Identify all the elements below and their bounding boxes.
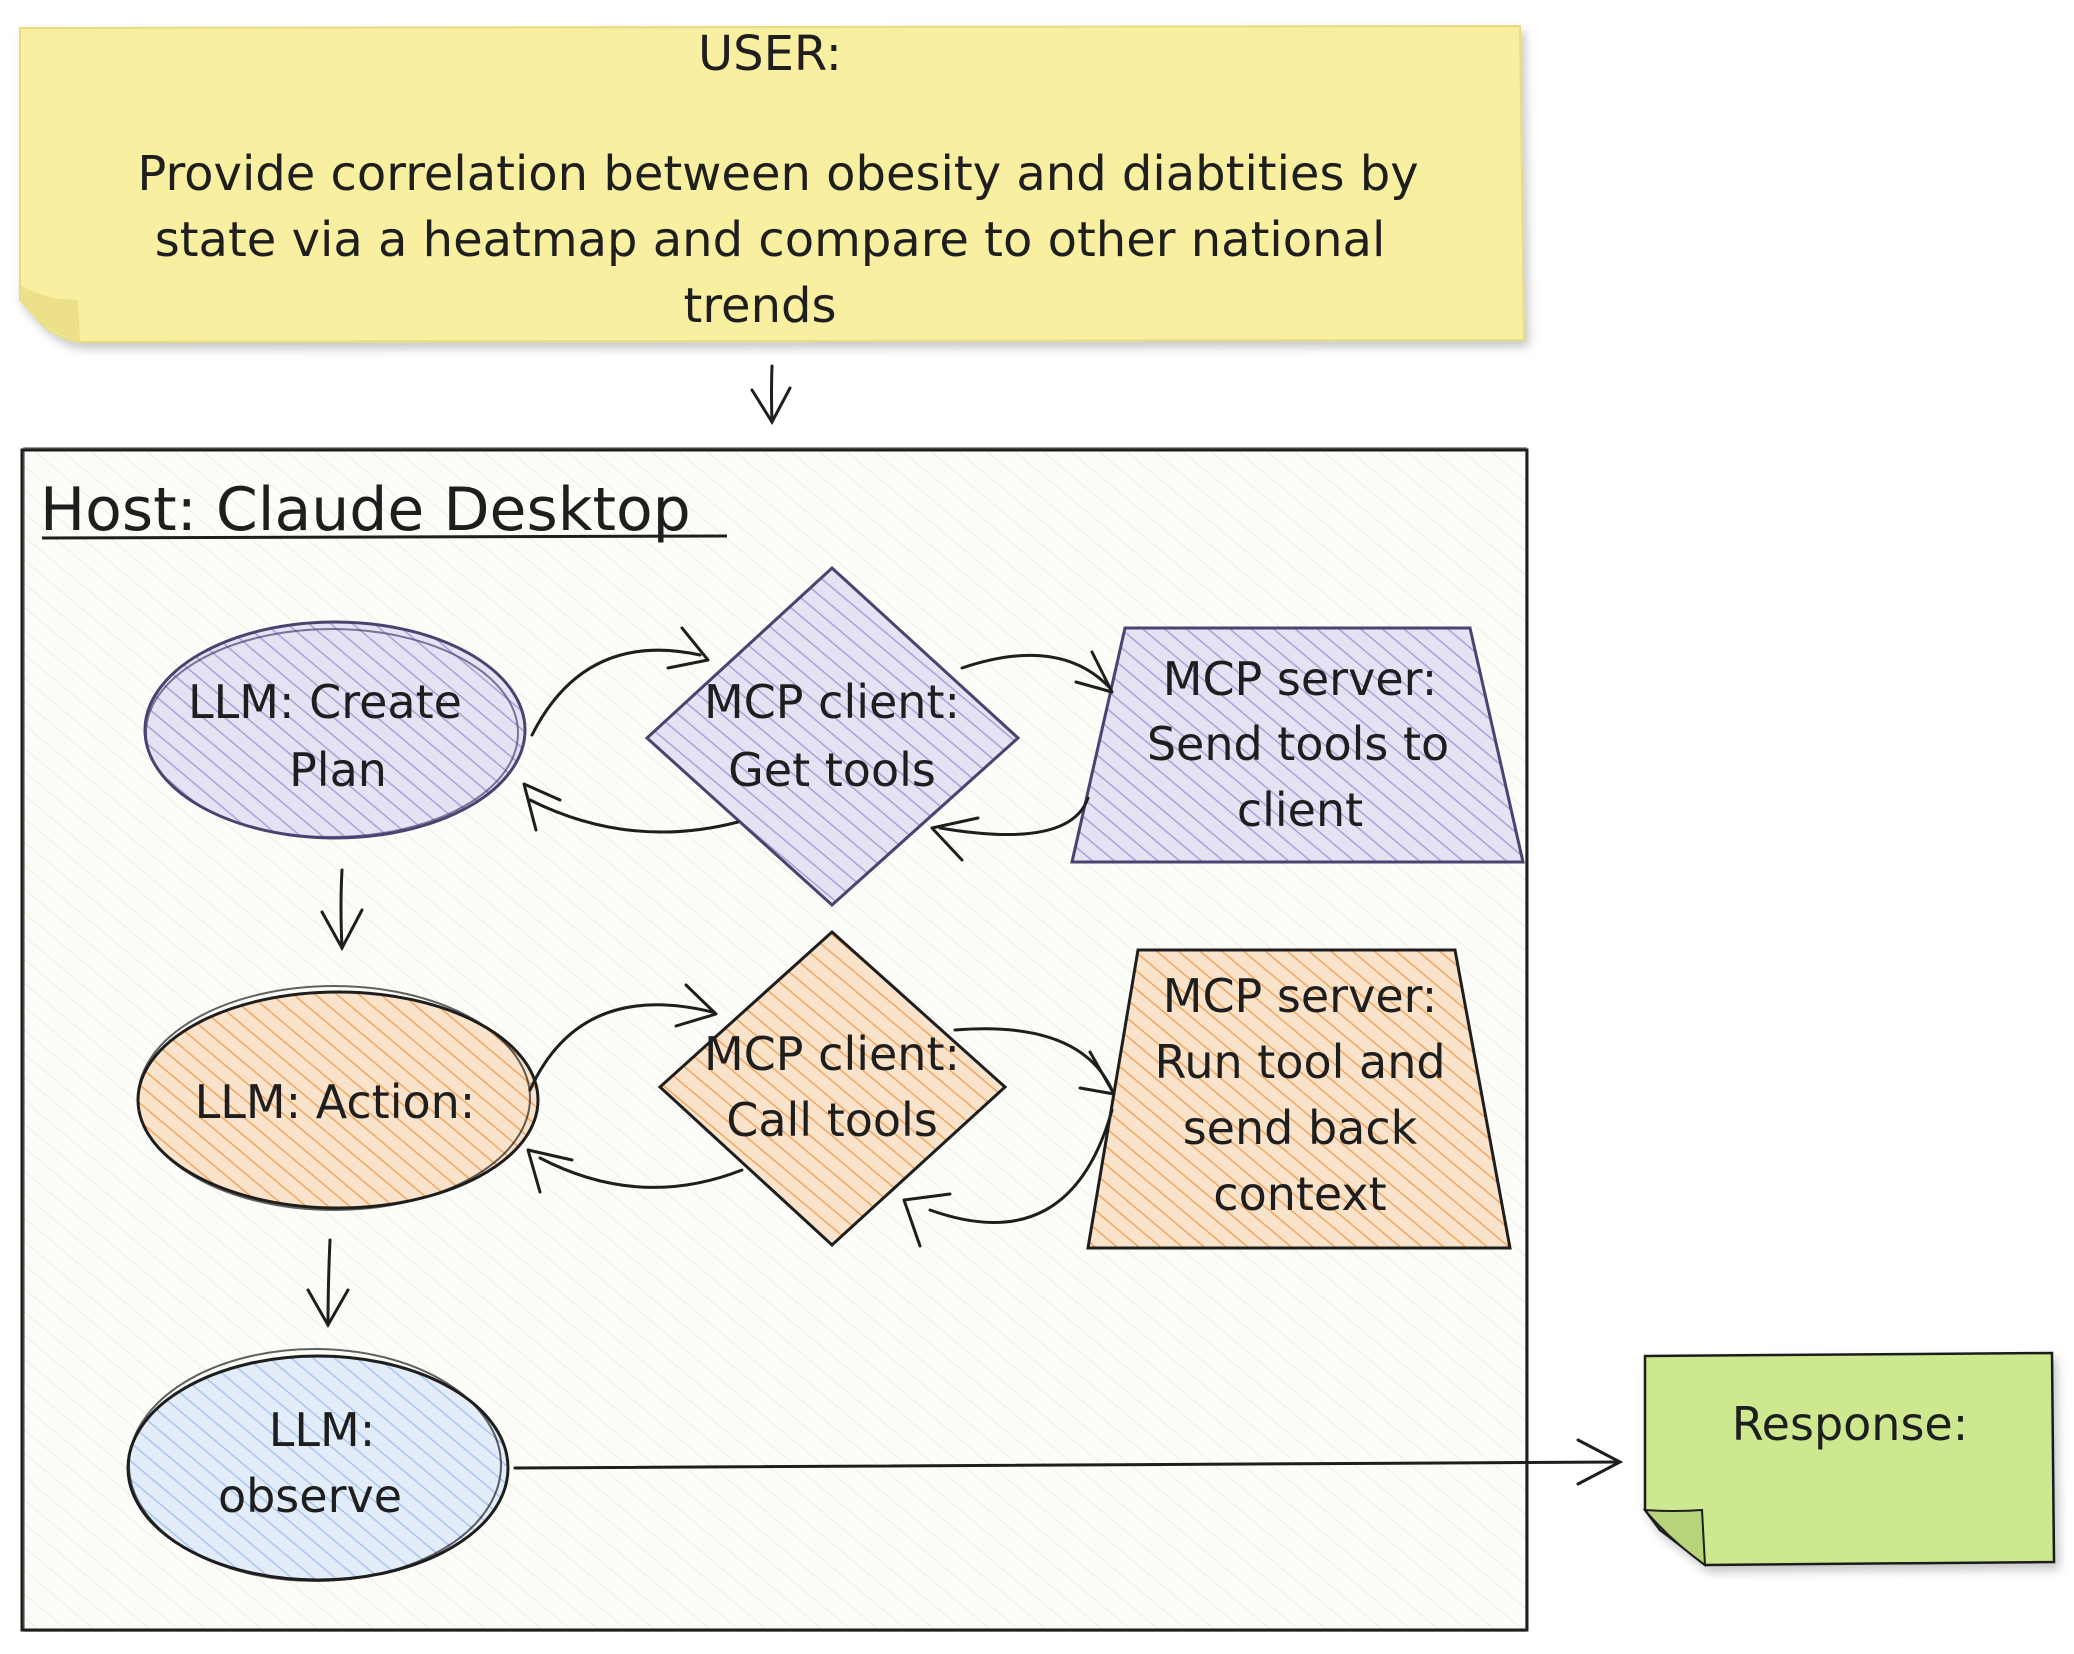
host-title: Host: Claude Desktop xyxy=(40,475,691,545)
arrow-client-to-plan xyxy=(522,782,740,834)
mcp-server-send-line-2: Send tools to xyxy=(1147,717,1449,771)
node-mcp-server-run-tool: MCP server: Run tool and send back conte… xyxy=(1086,948,1512,1250)
arrow-client-to-run xyxy=(953,1027,1116,1096)
user-note-line-2: state via a heatmap and compare to other… xyxy=(155,212,1386,268)
user-note-line-3: trends xyxy=(684,278,837,334)
mcp-client-get-line-1: MCP client: xyxy=(704,675,960,729)
mcp-server-run-line-1: MCP server: xyxy=(1163,969,1437,1023)
arrow-observe-to-response xyxy=(513,1438,1624,1486)
mcp-server-send-line-1: MCP server: xyxy=(1163,652,1437,706)
mcp-client-call-line-1: MCP client: xyxy=(704,1027,960,1081)
mcp-server-send-line-3: client xyxy=(1237,783,1363,837)
arrow-run-to-client xyxy=(902,1108,1114,1248)
arrow-client-to-server xyxy=(960,650,1114,694)
llm-create-plan-line-1: LLM: Create xyxy=(188,675,462,729)
node-mcp-server-send-tools: MCP server: Send tools to client xyxy=(1070,626,1525,864)
arrow-action-to-observe xyxy=(306,1238,350,1329)
arrow-user-to-host xyxy=(750,364,792,426)
user-note-line-1: Provide correlation between obesity and … xyxy=(137,146,1418,202)
llm-create-plan-line-2: Plan xyxy=(289,743,387,797)
node-llm-action: LLM: Action: xyxy=(136,985,540,1211)
mcp-client-get-line-2: Get tools xyxy=(728,743,936,797)
mcp-server-run-line-4: context xyxy=(1213,1167,1386,1221)
arrow-action-to-client xyxy=(528,983,718,1092)
node-llm-create-plan: LLM: Create Plan xyxy=(143,620,527,840)
node-llm-observe: LLM: observe xyxy=(126,1348,510,1582)
llm-observe-line-1: LLM: xyxy=(269,1403,375,1457)
arrow-server-to-client xyxy=(930,796,1090,862)
arrow-plan-to-client xyxy=(530,626,710,737)
response-note: Response: xyxy=(1642,1351,2056,1568)
user-note: USER: Provide correlation between obesit… xyxy=(19,24,1526,344)
mcp-client-call-line-2: Call tools xyxy=(726,1093,938,1147)
node-mcp-client-get-tools: MCP client: Get tools xyxy=(644,565,1021,908)
node-mcp-client-call-tools: MCP client: Call tools xyxy=(657,929,1008,1248)
mcp-server-run-line-2: Run tool and xyxy=(1154,1035,1445,1089)
response-label: Response: xyxy=(1732,1397,1968,1451)
llm-observe-line-2: observe xyxy=(218,1469,402,1523)
mcp-server-run-line-3: send back xyxy=(1183,1101,1418,1155)
arrow-plan-to-action xyxy=(320,868,364,952)
user-note-heading: USER: xyxy=(698,26,842,82)
arrow-client-to-action xyxy=(526,1148,744,1194)
llm-action-label: LLM: Action: xyxy=(195,1075,476,1129)
